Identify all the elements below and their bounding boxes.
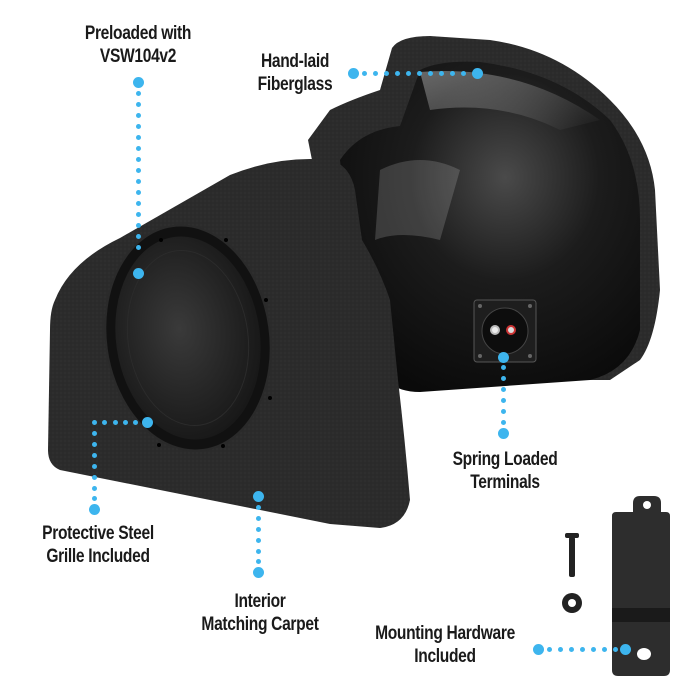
callout-carpet-line2: Matching Carpet <box>201 614 319 635</box>
callout-preloaded-line2: VSW104v2 <box>99 46 177 67</box>
mounting-washer <box>562 593 582 613</box>
callout-grille-line2: Grille Included <box>46 546 150 567</box>
callout-hardware: Mounting Hardware Included <box>371 622 519 668</box>
callout-grille: Protective Steel Grille Included <box>32 522 163 568</box>
callout-fiberglass-line1: Hand-laid <box>260 51 330 72</box>
callout-carpet: Interior Matching Carpet <box>194 590 325 636</box>
callout-hardware-line1: Mounting Hardware <box>375 623 515 644</box>
callout-fiberglass: Hand-laid Fiberglass <box>250 50 340 96</box>
mounting-screw <box>565 533 579 577</box>
callout-grille-line1: Protective Steel <box>42 523 154 544</box>
callout-carpet-line1: Interior <box>234 591 286 612</box>
fiberglass-enclosure <box>308 36 660 393</box>
callout-terminals-line1: Spring Loaded <box>452 449 558 470</box>
mounting-bracket <box>612 496 670 676</box>
callout-terminals-line2: Terminals <box>470 472 540 493</box>
carpeted-enclosure <box>48 159 410 528</box>
callout-fiberglass-line2: Fiberglass <box>257 74 333 95</box>
terminal-cup <box>473 299 537 363</box>
callout-terminals: Spring Loaded Terminals <box>444 448 567 494</box>
callout-preloaded: Preloaded with VSW104v2 <box>72 22 203 68</box>
callout-preloaded-line1: Preloaded with <box>84 23 192 44</box>
callout-hardware-line2: Included <box>414 646 476 667</box>
